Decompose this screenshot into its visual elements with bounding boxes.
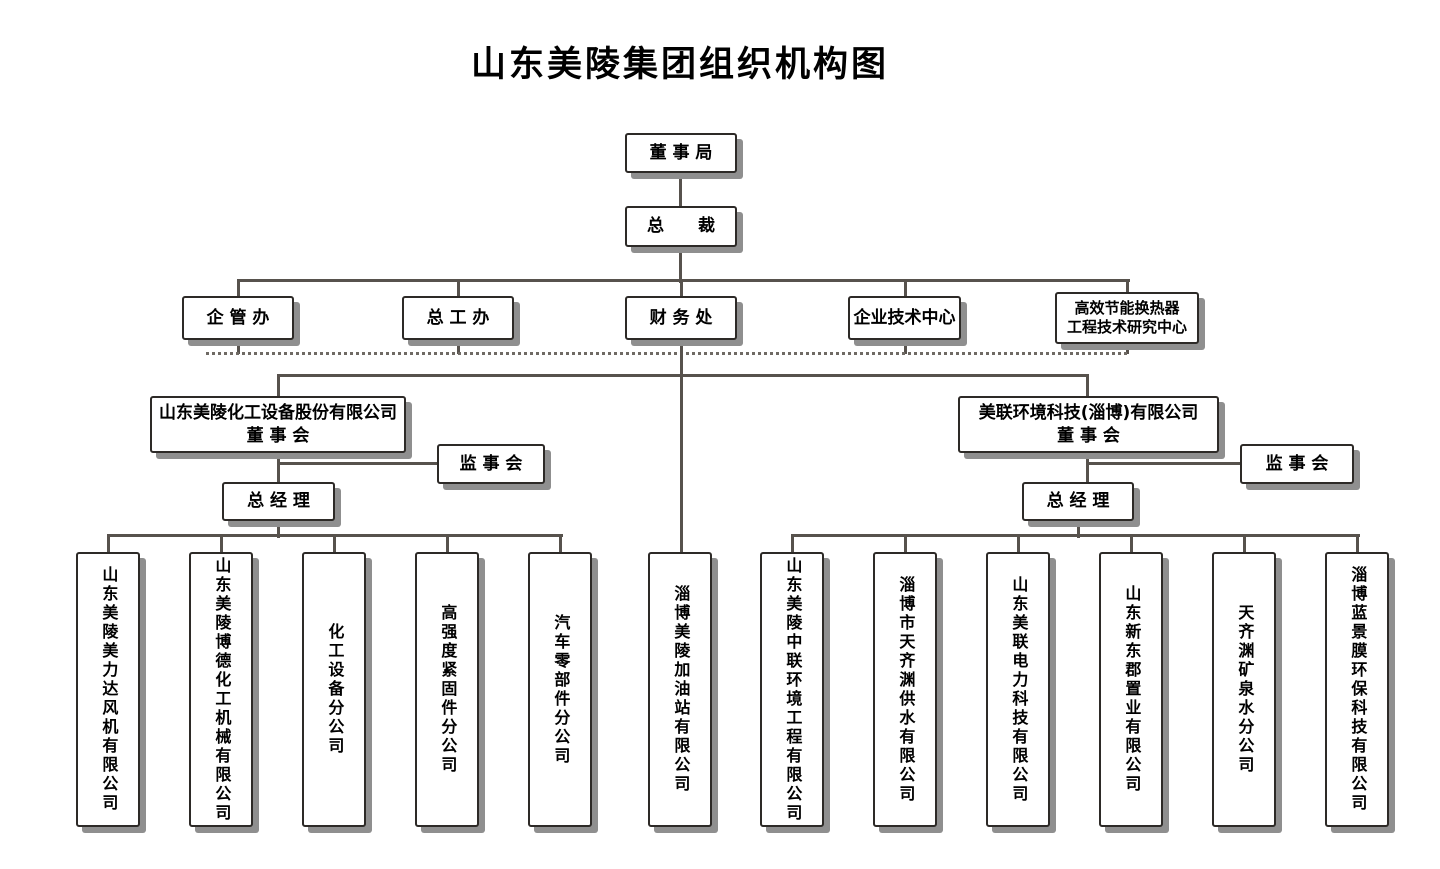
connector-board-president bbox=[679, 170, 682, 210]
connector-left-gm-down bbox=[277, 518, 280, 538]
coordination-dotted-line bbox=[206, 352, 1127, 355]
connector-right-child4 bbox=[1130, 534, 1133, 554]
subsidiary-label: 山东美联电力科技有限公司 bbox=[1009, 575, 1029, 804]
right-general-manager: 总 经 理 bbox=[1022, 482, 1134, 521]
subsidiary-label: 山东美陵美力达风机有限公司 bbox=[99, 566, 119, 813]
subsidiary-label: 高强度紧固件分公司 bbox=[438, 604, 458, 775]
connector-stub-dept4 bbox=[904, 279, 907, 299]
subsidiary-auto-parts-branch: 汽车零部件分公司 bbox=[528, 552, 592, 827]
right-company-name: 美联环境科技(淄博)有限公司 bbox=[978, 403, 1199, 424]
dept-enterprise-management-office: 企 管 办 bbox=[182, 296, 294, 340]
page-title: 山东美陵集团组织机构图 bbox=[470, 45, 889, 85]
subsidiary-label: 天齐渊矿泉水分公司 bbox=[1235, 604, 1255, 775]
subsidiary-label: 山东美陵中联环境工程有限公司 bbox=[783, 556, 803, 823]
subsidiary-label: 山东美陵博德化工机械有限公司 bbox=[212, 556, 232, 823]
subsidiary-zhonglian-environment: 山东美陵中联环境工程有限公司 bbox=[760, 552, 824, 827]
subsidiary-meilida-fan: 山东美陵美力达风机有限公司 bbox=[76, 552, 140, 827]
connector-right-child1 bbox=[791, 534, 794, 554]
subsidiary-label: 淄博市天齐渊供水有限公司 bbox=[896, 575, 916, 804]
connector-right-board-drop bbox=[1086, 374, 1089, 398]
connector-stub-dept3 bbox=[680, 279, 683, 299]
connector-dept2-dotted bbox=[457, 338, 460, 354]
subsidiary-bode-chemical-machinery: 山东美陵博德化工机械有限公司 bbox=[189, 552, 253, 827]
subsidiary-label: 化工设备分公司 bbox=[325, 623, 345, 756]
subsidiary-xindongjun-real-estate: 山东新东郡置业有限公司 bbox=[1099, 552, 1163, 827]
left-general-manager: 总 经 理 bbox=[222, 482, 335, 521]
subsidiary-label: 淄博蓝景膜环保科技有限公司 bbox=[1348, 566, 1368, 813]
subsidiary-lanjingmo-environmental: 淄博蓝景膜环保科技有限公司 bbox=[1325, 552, 1389, 827]
node-board-of-directors: 董 事 局 bbox=[625, 133, 737, 173]
subsidiary-gas-station: 淄博美陵加油站有限公司 bbox=[648, 552, 712, 827]
connector-right-child2 bbox=[904, 534, 907, 554]
left-supervisory-board: 监 事 会 bbox=[437, 444, 545, 484]
connector-left-child5 bbox=[559, 534, 562, 554]
connector-left-child2 bbox=[220, 534, 223, 554]
connector-right-child5 bbox=[1243, 534, 1246, 554]
connector-right-board-gm bbox=[1086, 450, 1089, 484]
node-president: 总 裁 bbox=[625, 206, 737, 247]
right-supervisory-board: 监 事 会 bbox=[1240, 444, 1354, 484]
connector-right-gm-down bbox=[1077, 518, 1080, 538]
left-company-name: 山东美陵化工设备股份有限公司 bbox=[159, 403, 397, 424]
right-board-label: 董 事 会 bbox=[1057, 425, 1120, 446]
connector-stub-dept5 bbox=[1126, 279, 1129, 296]
connector-right-supervisory bbox=[1086, 462, 1243, 465]
connector-stub-dept2 bbox=[457, 279, 460, 299]
subsidiary-fastener-branch: 高强度紧固件分公司 bbox=[415, 552, 479, 827]
connector-dept1-dotted bbox=[237, 338, 240, 354]
subsidiary-meilian-electric-power: 山东美联电力科技有限公司 bbox=[986, 552, 1050, 827]
subsidiary-label: 汽车零部件分公司 bbox=[551, 613, 571, 766]
dept-chief-engineer-office: 总 工 办 bbox=[402, 296, 514, 340]
right-company-board: 美联环境科技(淄博)有限公司 董 事 会 bbox=[958, 396, 1219, 453]
connector-finance-to-gas-station bbox=[680, 338, 683, 554]
dept-heat-exchanger-line1: 高效节能换热器 bbox=[1074, 298, 1180, 317]
connector-left-child4 bbox=[446, 534, 449, 554]
connector-left-child1 bbox=[107, 534, 110, 554]
connector-president-down bbox=[679, 245, 682, 283]
subsidiary-chemical-equipment-branch: 化工设备分公司 bbox=[302, 552, 366, 827]
connector-left-supervisory bbox=[277, 462, 440, 465]
left-board-label: 董 事 会 bbox=[246, 425, 310, 446]
left-company-board: 山东美陵化工设备股份有限公司 董 事 会 bbox=[150, 396, 406, 453]
dept-enterprise-technology-center: 企业技术中心 bbox=[848, 296, 961, 340]
connector-stub-dept1 bbox=[237, 279, 240, 299]
subsidiary-mineral-water-branch: 天齐渊矿泉水分公司 bbox=[1212, 552, 1276, 827]
connector-dept5-dotted bbox=[1126, 339, 1129, 354]
subsidiary-label: 淄博美陵加油站有限公司 bbox=[671, 585, 691, 794]
connector-left-child3 bbox=[333, 534, 336, 554]
dept-finance-office: 财 务 处 bbox=[625, 296, 737, 340]
dept-heat-exchanger-research-center: 高效节能换热器 工程技术研究中心 bbox=[1055, 292, 1199, 344]
connector-right-child3 bbox=[1017, 534, 1020, 554]
connector-departments-bus bbox=[237, 279, 1130, 282]
connector-right-children-bus bbox=[791, 534, 1360, 537]
connector-subsidiary-bus bbox=[277, 374, 1089, 377]
connector-dept4-dotted bbox=[904, 338, 907, 354]
connector-left-board-gm bbox=[277, 450, 280, 484]
dept-heat-exchanger-line2: 工程技术研究中心 bbox=[1066, 318, 1187, 336]
subsidiary-tianqiyuan-water-supply: 淄博市天齐渊供水有限公司 bbox=[873, 552, 937, 827]
subsidiary-label: 山东新东郡置业有限公司 bbox=[1122, 585, 1142, 794]
connector-left-board-drop bbox=[277, 374, 280, 398]
connector-right-child6 bbox=[1356, 534, 1359, 554]
